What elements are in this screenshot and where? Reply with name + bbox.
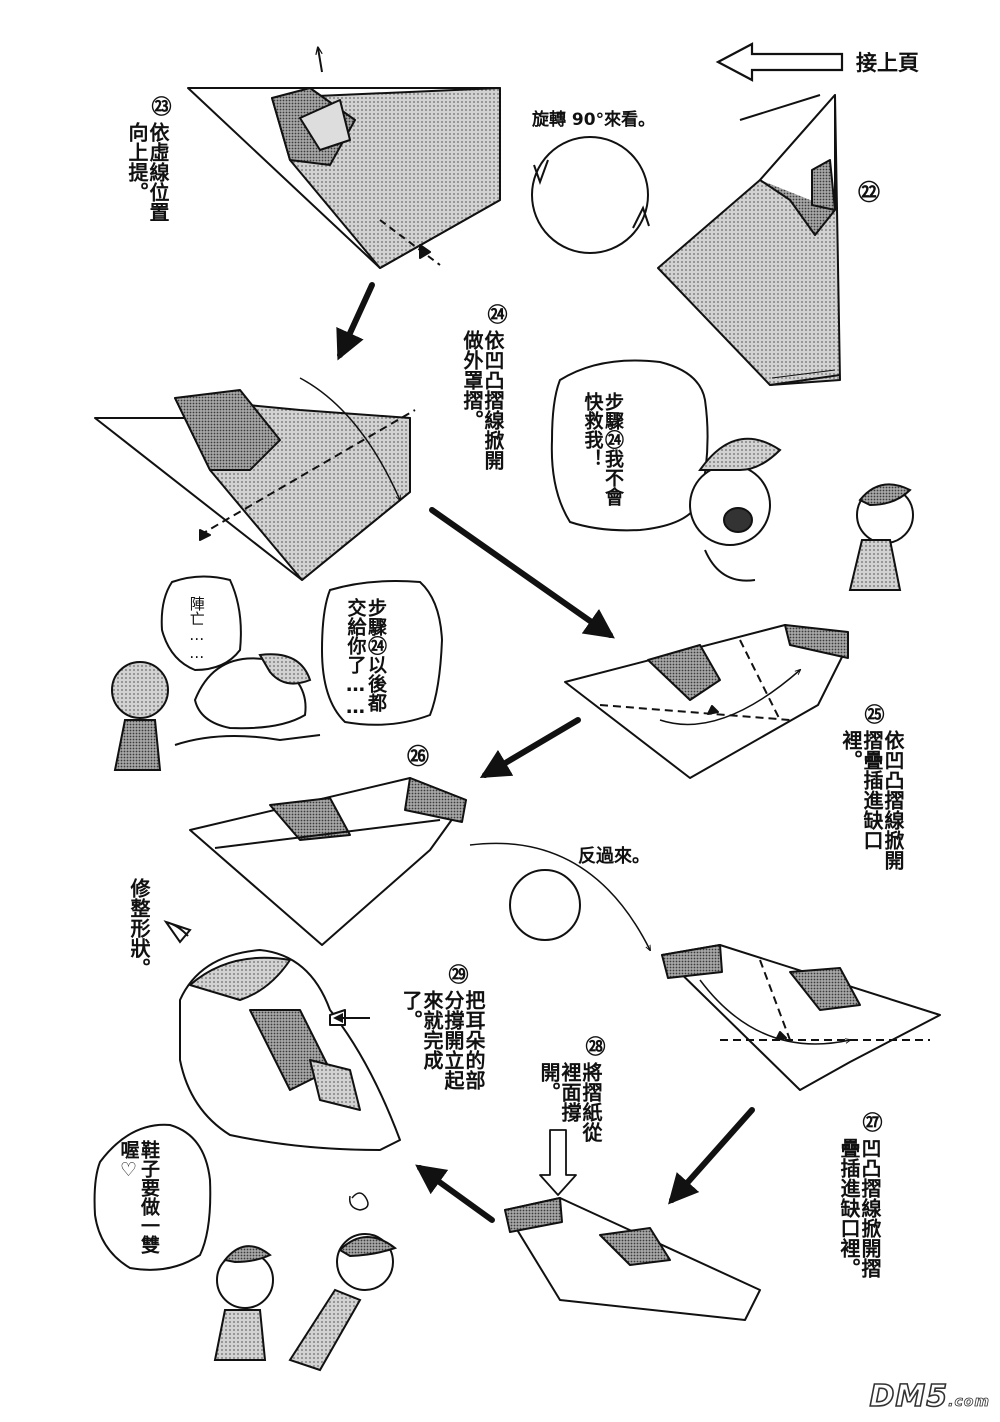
step-24-number: ㉔ — [484, 304, 508, 324]
step-28-text: 將摺紙從裡面撐開。 — [537, 1062, 603, 1142]
bubble-step24-help: 步驟㉔我不會快救我！ — [581, 392, 625, 506]
step-23-number: ㉓ — [148, 96, 172, 116]
step-22-number: ㉒ — [858, 181, 881, 206]
step-24-text: 依凹凸摺線掀開做外罩摺。 — [460, 330, 505, 470]
step-25-number: ㉕ — [861, 704, 885, 724]
flip-note: 反過來。 — [578, 846, 650, 867]
character-happy — [213, 1245, 274, 1361]
step-27-figure — [661, 944, 941, 1091]
step-24-figure — [94, 377, 416, 581]
rotate-circle-icon — [531, 136, 650, 254]
step-29-text: 把耳朵的部分撐開立起來就完成了。 — [399, 990, 486, 1090]
step-27-number: ㉗ — [859, 1112, 883, 1132]
step-26-figure — [189, 777, 467, 946]
step-28-figure — [504, 1129, 761, 1321]
bubble-shoes: 鞋子要做一雙喔♡ — [117, 1140, 161, 1254]
step-23-text: 依虛線位置向上提。 — [125, 122, 170, 222]
step-28-number: ㉘ — [582, 1036, 606, 1056]
watermark: DM5.com — [869, 1378, 990, 1415]
character-girl-left — [111, 661, 169, 771]
step-arrows — [336, 282, 755, 1223]
step-25-figure — [564, 624, 849, 779]
step-22-figure — [657, 94, 841, 386]
rotate-note: 旋轉 90°來看。 — [532, 110, 656, 130]
speech-bubbles — [93, 359, 709, 1271]
character-dizzy — [288, 1192, 398, 1372]
step-29-figure — [179, 949, 401, 1151]
chibi-characters — [111, 437, 914, 1372]
continue-arrow-icon — [715, 42, 844, 82]
character-lying — [174, 653, 321, 746]
shape-pointer-icon — [163, 920, 192, 944]
step-25-text: 依凹凸摺線掀開摺疊插進缺口裡。 — [839, 730, 905, 870]
bubble-step24-leave: 步驟㉔以後都交給你了…… — [344, 598, 388, 718]
step-26-number: ㉖ — [407, 745, 430, 770]
character-girl-right — [848, 483, 914, 591]
step-23-figure — [187, 48, 501, 269]
step-29-number: ㉙ — [445, 964, 469, 984]
flip-circle-icon — [469, 842, 650, 950]
character-crying — [689, 437, 782, 582]
continue-label: 接上頁 — [856, 51, 919, 75]
step-27-text: 凹凸摺線掀開摺疊插進缺口裡。 — [837, 1138, 882, 1278]
shape-note: 修整形狀。 — [127, 878, 151, 978]
bubble-fallen: 陣亡…… — [187, 596, 206, 662]
